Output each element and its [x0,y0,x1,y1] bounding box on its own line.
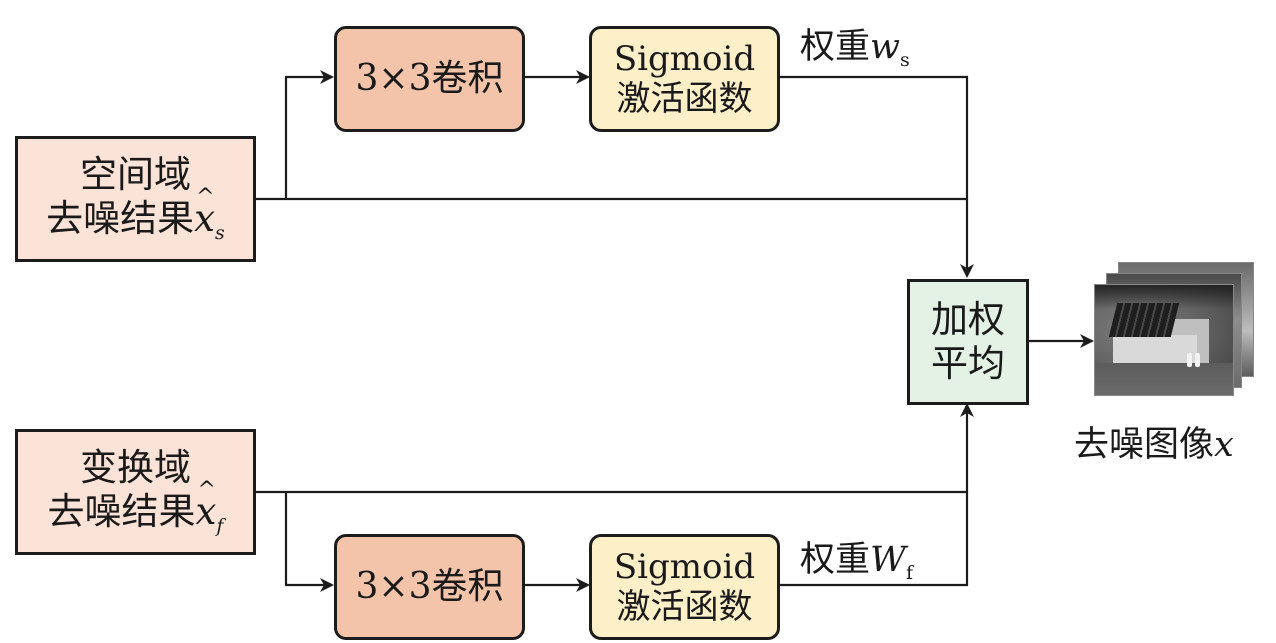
edge-transform-to-average [256,403,974,494]
average-line1: 加权 [931,298,1005,342]
transform-denoise-result-box: 变换域 去噪结果^xf [15,429,256,555]
weighted-average-box: 加权 平均 [907,279,1029,405]
conv-3x3-bottom-box: 3×3卷积 [334,534,525,640]
spatial-denoise-result-box: 空间域 去噪结果^xs [15,136,256,262]
transform-title: 变换域 [80,446,191,490]
sigmoid-bottom-line1: Sigmoid [613,546,756,587]
conv-bottom-label: 3×3卷积 [355,565,504,607]
transform-variable: ^xf [195,478,224,538]
weight-bottom-label: 权重Wf [800,540,914,584]
edge-spatial-to-average [256,197,974,278]
sigmoid-bottom-line2: 激活函数 [616,587,753,627]
average-line2: 平均 [931,342,1005,385]
output-image-front [1094,284,1234,396]
sigmoid-top-line2: 激活函数 [616,79,753,119]
edge-spatial-to-conv-top [284,70,334,199]
conv-3x3-top-box: 3×3卷积 [334,26,525,132]
edge-transform-to-conv-bottom [284,492,334,592]
spatial-title: 空间域 [80,153,191,197]
transform-subtitle: 去噪结果^xf [47,478,224,538]
edge-sigmoid-bottom-to-average [780,492,969,587]
output-label: 去噪图像x [1074,425,1234,465]
sigmoid-bottom-box: Sigmoid 激活函数 [589,534,780,640]
spatial-variable: ^xs [194,185,225,245]
weight-top-label: 权重ws [800,27,910,71]
sigmoid-top-line1: Sigmoid [613,38,756,79]
conv-top-label: 3×3卷积 [355,57,504,99]
edge-sigmoid-top-to-average [780,75,969,199]
spatial-subtitle: 去噪结果^xs [46,185,225,245]
sigmoid-top-box: Sigmoid 激活函数 [589,26,780,132]
